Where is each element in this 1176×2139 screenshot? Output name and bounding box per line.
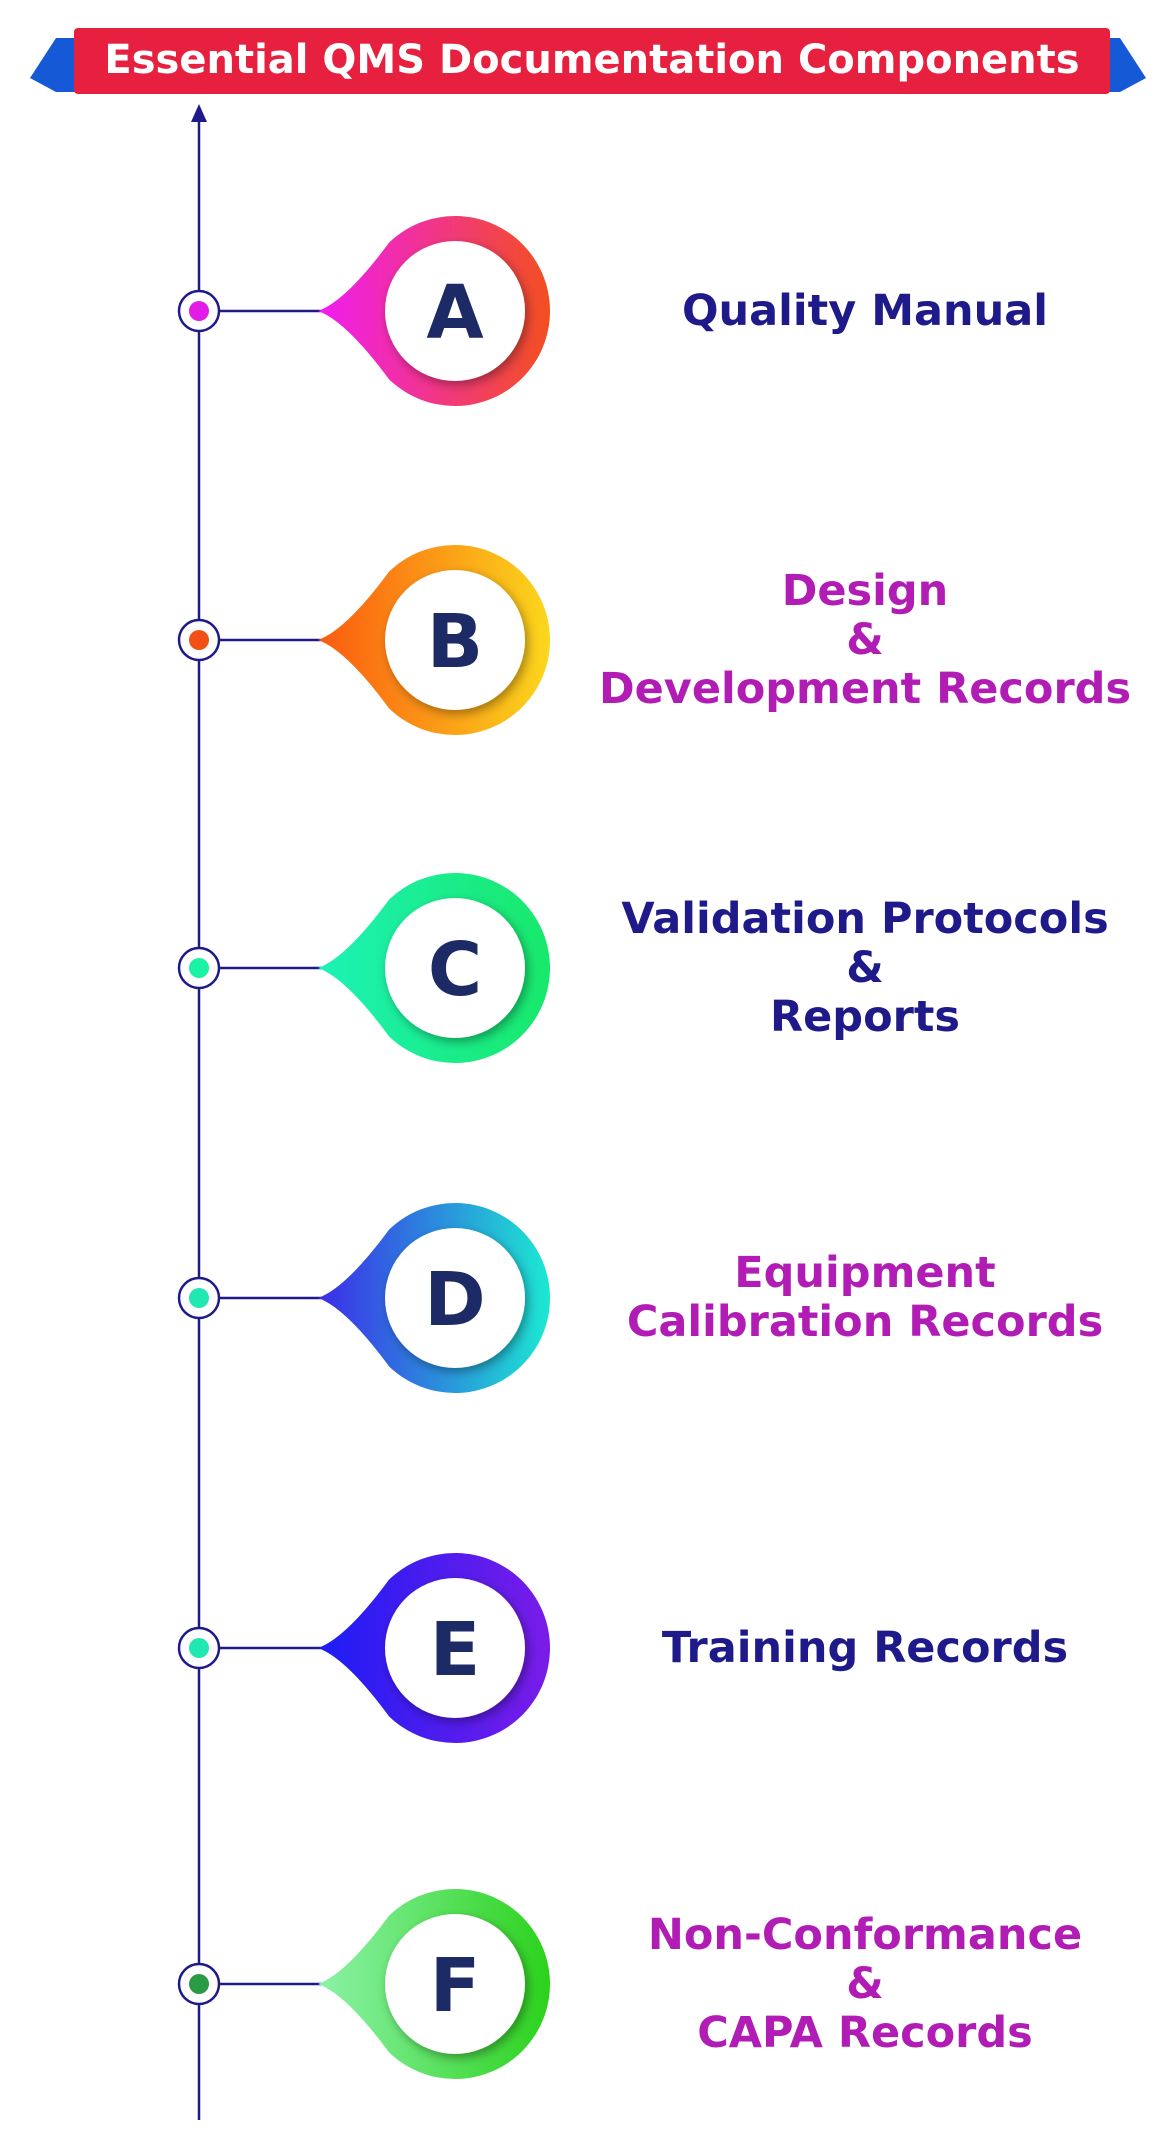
timeline-node-c: C bbox=[177, 873, 550, 1063]
badge-inner-circle bbox=[385, 1914, 525, 2054]
timeline-node-b: B bbox=[177, 545, 551, 736]
item-c-label-line: & bbox=[846, 942, 884, 993]
item-c-label: Validation Protocols&Reports bbox=[560, 893, 1170, 1042]
badge-inner-circle bbox=[385, 241, 525, 381]
item-d-label-line: Equipment bbox=[734, 1248, 996, 1298]
banner-ribbon-left bbox=[30, 38, 78, 92]
badge-letter: A bbox=[426, 270, 483, 356]
item-e-label: Training Records bbox=[560, 1622, 1170, 1673]
item-d-label-line: Calibration Records bbox=[626, 1297, 1104, 1347]
badge-letter: E bbox=[430, 1607, 481, 1693]
item-f-label-line: CAPA Records bbox=[697, 2007, 1033, 2058]
item-b-label-line: Design bbox=[781, 565, 949, 616]
badge-letter: C bbox=[428, 927, 482, 1013]
timeline-marker-dot bbox=[189, 1288, 209, 1308]
item-a-label-line: Quality Manual bbox=[681, 285, 1048, 336]
badge-letter: B bbox=[427, 599, 483, 685]
timeline-node-e: E bbox=[177, 1553, 550, 1744]
item-b-label: Design&Development Records bbox=[560, 565, 1170, 714]
timeline-marker-dot bbox=[189, 1638, 209, 1658]
timeline-marker-dot bbox=[189, 958, 209, 978]
item-e-label-line: Training Records bbox=[661, 1622, 1069, 1673]
item-c-label-line: Validation Protocols bbox=[621, 893, 1109, 944]
item-b-label-line: & bbox=[846, 614, 884, 665]
timeline-node-a: A bbox=[177, 216, 550, 407]
timeline-arrow-head bbox=[191, 104, 207, 122]
timeline-marker-dot bbox=[189, 301, 209, 321]
item-f-label-line: & bbox=[846, 1958, 884, 2009]
badge-inner-circle bbox=[385, 1228, 525, 1368]
timeline-node-f: F bbox=[177, 1889, 550, 2080]
item-b-label-line: Development Records bbox=[598, 663, 1132, 714]
item-c-label-line: Reports bbox=[770, 991, 960, 1042]
item-a-label: Quality Manual bbox=[560, 285, 1170, 336]
badge-inner-circle bbox=[385, 898, 525, 1038]
timeline-marker-dot bbox=[189, 1974, 209, 1994]
item-f-label: Non-Conformance&CAPA Records bbox=[560, 1909, 1170, 2058]
badge-inner-circle bbox=[385, 1578, 525, 1718]
timeline-node-d: D bbox=[177, 1203, 550, 1393]
item-f-label-line: Non-Conformance bbox=[647, 1909, 1083, 1960]
badge-inner-circle bbox=[385, 570, 525, 710]
badge-letter: D bbox=[424, 1257, 485, 1343]
banner bbox=[74, 28, 1110, 94]
timeline-marker-dot bbox=[189, 630, 209, 650]
page-title: Essential QMS Documentation Components bbox=[104, 37, 1080, 83]
badge-letter: F bbox=[430, 1943, 481, 2029]
